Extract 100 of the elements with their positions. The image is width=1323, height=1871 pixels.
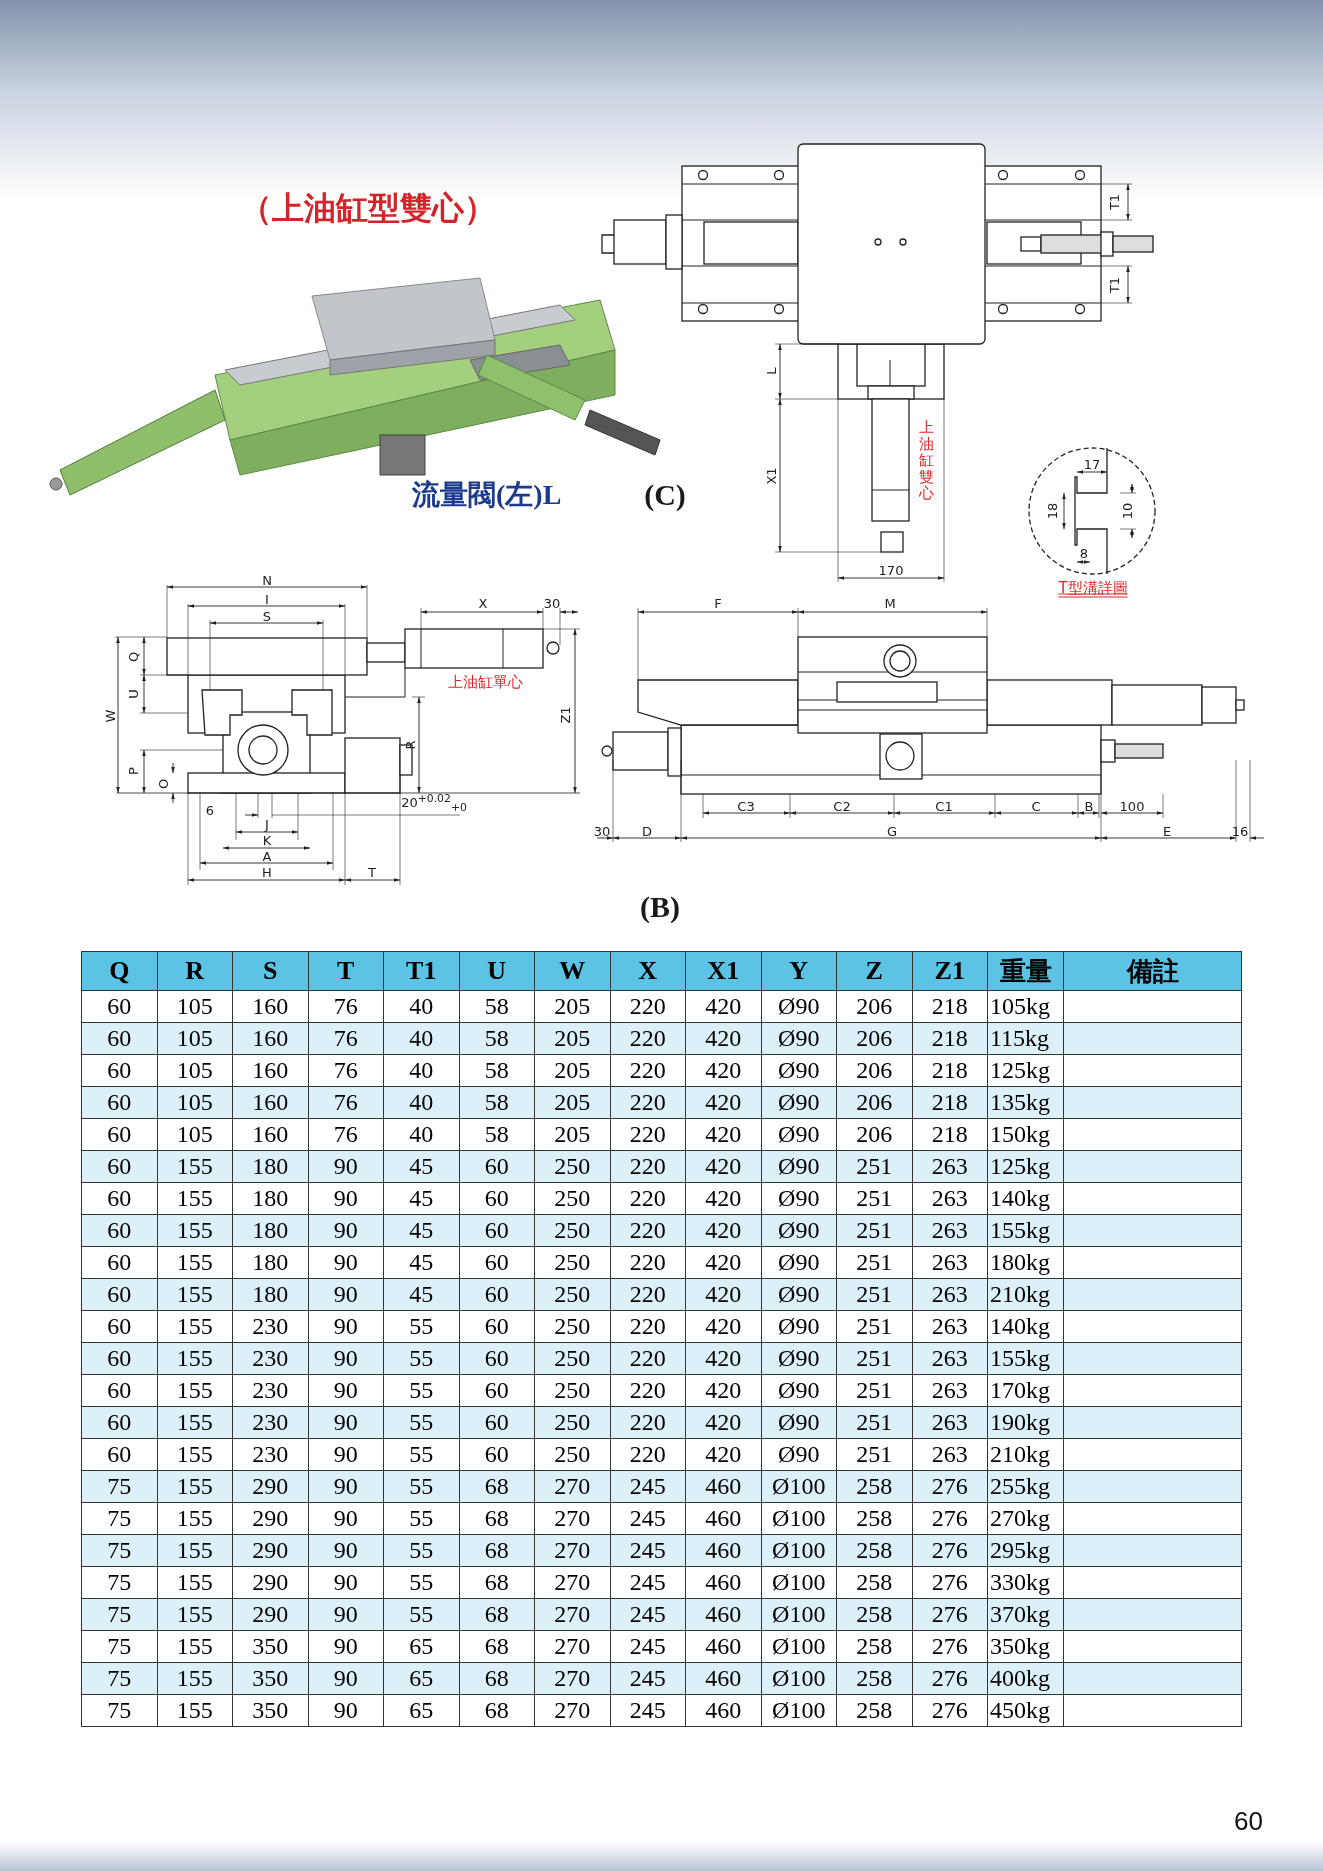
- table-cell: 251: [836, 1150, 912, 1183]
- table-cell: 90: [308, 1534, 384, 1567]
- dimension-label: C: [1031, 799, 1041, 813]
- table-cell: 250: [534, 1214, 610, 1247]
- dimension-label: T: [368, 865, 376, 879]
- table-cell: 155: [157, 1214, 233, 1247]
- table-cell: 250: [534, 1438, 610, 1471]
- table-cell: 250: [534, 1406, 610, 1439]
- table-cell: 245: [610, 1566, 686, 1599]
- table-cell: Ø90: [761, 1374, 837, 1407]
- table-cell: 60: [81, 1406, 157, 1439]
- table-cell: 295kg: [987, 1534, 1064, 1567]
- table-cell: 90: [308, 1406, 384, 1439]
- table-cell: 263: [912, 1214, 988, 1247]
- table-cell: 58: [459, 990, 535, 1023]
- table-cell: Ø90: [761, 1214, 837, 1247]
- table-cell: 60: [459, 1214, 535, 1247]
- dimension-label: T1: [1107, 276, 1121, 294]
- table-cell: 230: [232, 1374, 308, 1407]
- table-cell: 180: [232, 1182, 308, 1215]
- table-cell: 90: [308, 1598, 384, 1631]
- table-cell: 90: [308, 1310, 384, 1343]
- table-cell: 155: [157, 1566, 233, 1599]
- table-cell: Ø100: [761, 1470, 837, 1503]
- table-cell: 270: [534, 1502, 610, 1535]
- table-cell: 58: [459, 1022, 535, 1055]
- table-cell: 251: [836, 1182, 912, 1215]
- table-cell: 460: [685, 1598, 761, 1631]
- table-cell: 45: [383, 1182, 459, 1215]
- dimension-label: C2: [833, 799, 851, 813]
- table-cell: 245: [610, 1630, 686, 1663]
- table-cell: 263: [912, 1374, 988, 1407]
- table-cell: 105: [157, 1022, 233, 1055]
- table-cell: 270: [534, 1534, 610, 1567]
- table-cell: 180: [232, 1278, 308, 1311]
- table-cell: 276: [912, 1694, 988, 1727]
- table-cell: 250: [534, 1374, 610, 1407]
- table-cell: 251: [836, 1310, 912, 1343]
- table-cell: 60: [81, 1278, 157, 1311]
- table-cell: 460: [685, 1630, 761, 1663]
- dimension-label: R: [403, 740, 417, 750]
- table-cell: 460: [685, 1534, 761, 1567]
- table-cell: 90: [308, 1246, 384, 1279]
- table-cell: 255kg: [987, 1470, 1064, 1503]
- table-cell: 105: [157, 1118, 233, 1151]
- table-cell: 276: [912, 1534, 988, 1567]
- table-cell: 290: [232, 1534, 308, 1567]
- table-cell: 263: [912, 1310, 988, 1343]
- table-cell: 155: [157, 1310, 233, 1343]
- table-cell: 58: [459, 1086, 535, 1119]
- dimension-label: Z1: [558, 706, 572, 724]
- table-cell: 170kg: [987, 1374, 1064, 1407]
- table-cell: 206: [836, 1118, 912, 1151]
- table-cell: 76: [308, 1086, 384, 1119]
- title: （上油缸型雙心）: [240, 192, 496, 224]
- table-cell: 60: [459, 1246, 535, 1279]
- table-cell: 420: [685, 1438, 761, 1471]
- table-cell: 220: [610, 1182, 686, 1215]
- table-cell: 90: [308, 1342, 384, 1375]
- table-cell: 205: [534, 1086, 610, 1119]
- table-cell: 76: [308, 1054, 384, 1087]
- table-cell: 220: [610, 1118, 686, 1151]
- table-cell: 220: [610, 1374, 686, 1407]
- table-cell: 155: [157, 1598, 233, 1631]
- dimension-label: D: [642, 824, 652, 838]
- detail-caption: T型溝詳圖: [1058, 580, 1128, 596]
- table-cell: 258: [836, 1502, 912, 1535]
- dimension-label: W: [103, 709, 117, 723]
- column-header: Z: [836, 951, 912, 991]
- table-cell: 218: [912, 990, 988, 1023]
- table-cell: 258: [836, 1598, 912, 1631]
- table-cell: 220: [610, 1310, 686, 1343]
- table-cell: 330kg: [987, 1566, 1064, 1599]
- dimension-label: B: [1084, 799, 1094, 813]
- table-cell: 420: [685, 1150, 761, 1183]
- table-cell: 420: [685, 1342, 761, 1375]
- table-cell: 155: [157, 1374, 233, 1407]
- table-cell: 230: [232, 1406, 308, 1439]
- table-cell: 40: [383, 1118, 459, 1151]
- table-cell: 160: [232, 1022, 308, 1055]
- table-cell: 350kg: [987, 1630, 1064, 1663]
- table-cell: 210kg: [987, 1438, 1064, 1471]
- table-cell: 90: [308, 1502, 384, 1535]
- table-cell: Ø100: [761, 1534, 837, 1567]
- table-cell: 105kg: [987, 990, 1064, 1023]
- dimension-label: 8: [1079, 546, 1089, 560]
- table-cell: 251: [836, 1278, 912, 1311]
- dimension-label: 17: [1083, 457, 1101, 471]
- table-cell: 155: [157, 1694, 233, 1727]
- table-cell: 245: [610, 1662, 686, 1695]
- dimension-label: O: [156, 778, 170, 790]
- table-cell: 276: [912, 1598, 988, 1631]
- table-cell: 90: [308, 1662, 384, 1695]
- table-cell: 60: [459, 1342, 535, 1375]
- table-cell: 155: [157, 1246, 233, 1279]
- table-cell: 58: [459, 1118, 535, 1151]
- table-cell: 245: [610, 1534, 686, 1567]
- dimension-label: U: [126, 689, 140, 699]
- table-cell: 90: [308, 1694, 384, 1727]
- table-cell: 250: [534, 1342, 610, 1375]
